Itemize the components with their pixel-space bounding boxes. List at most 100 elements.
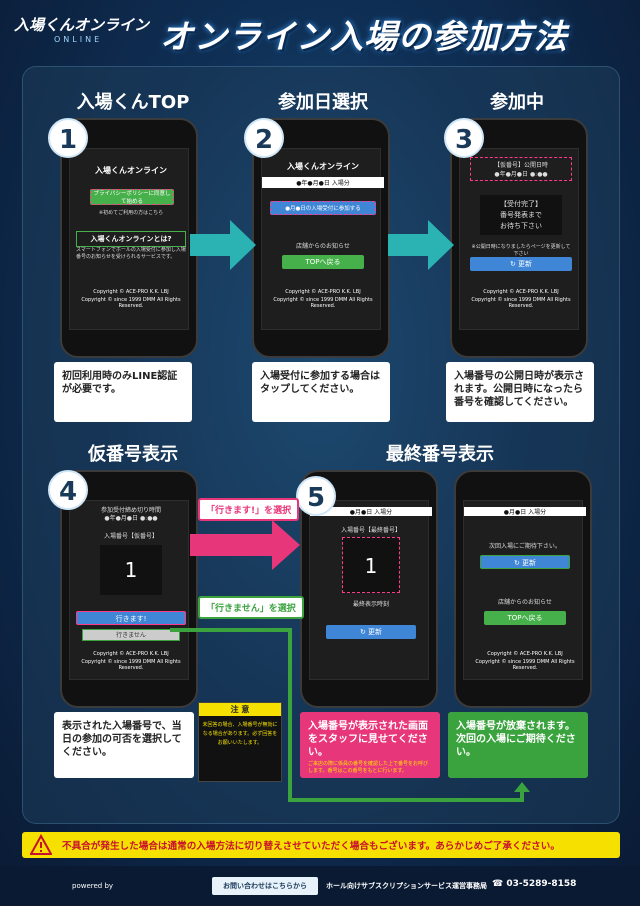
publish-time-head: 【仮番号】公開日時 ●年●月●日 ●:●● [470, 157, 572, 181]
step-2-desc: 入場受付に参加する場合はタップしてください。 [252, 362, 390, 422]
refresh-label: 更新 [522, 559, 537, 567]
refresh-button[interactable]: ↻ 更新 [326, 625, 416, 639]
final-time-label: 最終表示時刻 [352, 601, 389, 608]
arrow-right-icon [190, 520, 300, 570]
phone-screen: ●月●日 入場分 次回入場にご期待下さい。 ↻ 更新 店舗からのお知らせ TOP… [463, 500, 586, 680]
nogo-button[interactable]: 行きません [82, 629, 180, 641]
copyright: Copyright © ACE-PRO K.K. LBJ [93, 651, 169, 657]
publish-time-value: ●年●月●日 ●:●● [494, 171, 548, 178]
final-show-desc: 入場番号が表示された画面をスタッフに見せてください。 ご来店の際に係員の番号を確… [300, 712, 440, 778]
copyright: Copyright © ACE-PRO K.K. LBJ [285, 289, 361, 295]
step-1-title: 入場くんTOP [76, 92, 190, 113]
nogo-path-arrow [170, 628, 530, 802]
final-number: 1 [342, 537, 400, 593]
phone-step-3: 【仮番号】公開日時 ●年●月●日 ●:●● 【受付完了】 番号発表まで お待ち下… [450, 118, 588, 358]
final-number-label: 入場番号【最終番号】 [340, 527, 401, 534]
nogo-label: 「行きません」を選択 [198, 596, 304, 619]
about-title: 入場くんオンラインとは? [76, 231, 186, 247]
go-button[interactable]: 行きます! [76, 611, 186, 625]
step-number-3: 3 [444, 118, 484, 158]
page-title: オンライン入場の参加方法 [160, 17, 568, 56]
phone-screen: 【仮番号】公開日時 ●年●月●日 ●:●● 【受付完了】 番号発表まで お待ち下… [459, 148, 579, 330]
top-button[interactable]: TOPへ戻る [282, 255, 364, 269]
refresh-label: 更新 [518, 260, 533, 268]
refresh-button[interactable]: ↻ 更新 [480, 555, 570, 569]
store-notice: 店舗からのお知らせ [498, 599, 552, 606]
phone-step-5: ●月●日 入場分 入場番号【最終番号】 1 最終表示時刻 ↻ 更新 [300, 470, 438, 708]
final-nogo-desc: 入場番号が放棄されます。次回の入場にご期待ください。 [448, 712, 588, 778]
entry-number: 1 [100, 545, 162, 595]
phone-step-1: 入場くんオンライン プライバシーポリシーに同意して始める ※初めてご利用の方はこ… [60, 118, 198, 358]
step-4-title: 仮番号表示 [88, 444, 178, 465]
go-label: 「行きます!」を選択 [198, 498, 300, 521]
footer: powered by お問い合わせはこちらから ホール向けサブスクリプションサー… [0, 866, 640, 906]
refresh-button[interactable]: ↻ 更新 [470, 257, 572, 271]
status-text: 番号発表まで [500, 211, 542, 219]
notice-bar: 不具合が発生した場合は通常の入場方法に切り替えさせていただく場合もございます。あ… [22, 832, 620, 858]
refresh-label: 更新 [368, 628, 383, 636]
logo: 入場くんオンライン ONLINE [14, 14, 154, 50]
date-label: ●月●日 入場分 [310, 507, 432, 516]
step-2-title: 参加日選択 [278, 92, 368, 113]
refresh-icon: ↻ [513, 559, 523, 567]
deadline-label: 参加受付締め切り時間 [100, 507, 161, 514]
phone-number-value: 03-5289-8158 [506, 879, 577, 889]
phone-icon: ☎ [492, 879, 507, 889]
date-label: ●年●月●日 入場分 [262, 177, 384, 188]
top-button[interactable]: TOPへ戻る [484, 611, 566, 625]
line-auth-button[interactable]: プライバシーポリシーに同意して始める [90, 189, 174, 205]
step-3-title: 参加中 [490, 92, 544, 113]
step-number-1: 1 [48, 118, 88, 158]
final-show-small: ご来店の際に係員の番号を確認した上で番号をお呼びします。番号はこの番号をもとに行… [308, 761, 429, 774]
phone-step-2: 入場くんオンライン ●年●月●日 入場分 ●月●日の入場受付に参加する 店舗から… [252, 118, 390, 358]
department-name: ホール向けサブスクリプションサービス運営事務局 [326, 882, 487, 890]
publish-time-label: 【仮番号】公開日時 [493, 162, 548, 169]
logo-main: 入場くんオンライン [14, 16, 150, 34]
step-number-4: 4 [48, 470, 88, 510]
copyright: Copyright © ACE-PRO K.K. LBJ [93, 289, 169, 295]
status-text-2: お待ち下さい [500, 222, 542, 230]
refresh-icon: ↻ [509, 260, 519, 268]
final-show-text: 入場番号が表示された画面をスタッフに見せてください。 [308, 721, 428, 758]
date-label: ●月●日 入場分 [464, 507, 586, 516]
join-button[interactable]: ●月●日の入場受付に参加する [270, 201, 376, 215]
copyright: Copyright © ACE-PRO K.K. LBJ [483, 289, 559, 295]
caution-body: 未回答の場合、入場番号が無効になる場合があります。必ず回答をお願いいたします。 [202, 722, 278, 746]
about-body: スマートフォンでホールの入場受付に参加し入場番号のお知らせを受けられるサービスで… [76, 247, 186, 260]
contact-button[interactable]: お問い合わせはこちらから [212, 877, 318, 895]
phone-screen: 入場くんオンライン ●年●月●日 入場分 ●月●日の入場受付に参加する 店舗から… [261, 148, 384, 330]
copyright-2: Copyright © since 1999 DMM All Rights Re… [475, 659, 575, 671]
phone-number: ☎ 03-5289-8158 [492, 879, 576, 889]
status-box: 【受付完了】 番号発表まで お待ち下さい [480, 195, 562, 235]
step-1-desc: 初回利用時のみLINE認証が必要です。 [54, 362, 192, 422]
app-logo: 入場くんオンライン [287, 162, 359, 171]
copyright-2: Copyright © since 1999 DMM All Rights Re… [273, 297, 373, 309]
refresh-icon: ↻ [359, 628, 369, 636]
refresh-note: ※公開日時になりましたらページを更新して下さい [471, 244, 571, 257]
step-number-2: 2 [244, 118, 284, 158]
copyright-2: Copyright © since 1999 DMM All Rights Re… [81, 297, 181, 309]
phone-screen: 参加受付締め切り時間 ●年●月●日 ●:●● 入場番号【仮番号】 1 行きます!… [69, 500, 189, 680]
copyright-2: Copyright © since 1999 DMM All Rights Re… [471, 297, 571, 309]
first-time-note: ※初めてご利用の方はこちら [98, 210, 164, 216]
store-notice: 店舗からのお知らせ [296, 243, 350, 250]
step-3-desc: 入場番号の公開日時が表示されます。公開日時になったら番号を確認してください。 [446, 362, 594, 422]
powered-by: powered by [72, 882, 114, 890]
header: 入場くんオンライン ONLINE オンライン入場の参加方法 [0, 0, 640, 62]
step-5-title: 最終番号表示 [386, 444, 494, 465]
deadline-value: ●年●月●日 ●:●● [104, 515, 158, 522]
caution-title: 注 意 [199, 703, 281, 716]
copyright-2: Copyright © since 1999 DMM All Rights Re… [81, 659, 181, 671]
step-4-desc: 表示された入場番号で、当日の参加の可否を選択してください。 [54, 712, 194, 778]
next-time-text: 次回入場にご期待下さい。 [489, 543, 561, 550]
arrow-right-icon [190, 220, 256, 270]
copyright: Copyright © ACE-PRO K.K. LBJ [487, 651, 563, 657]
number-label: 入場番号【仮番号】 [103, 533, 158, 540]
phone-step-5b: ●月●日 入場分 次回入場にご期待下さい。 ↻ 更新 店舗からのお知らせ TOP… [454, 470, 592, 708]
step-number-5: 5 [296, 476, 336, 516]
app-logo: 入場くんオンライン [95, 166, 167, 175]
warning-icon [30, 834, 52, 855]
phone-screen: ●月●日 入場分 入場番号【最終番号】 1 最終表示時刻 ↻ 更新 [309, 500, 432, 680]
arrow-right-icon [388, 220, 454, 270]
status-title: 【受付完了】 [500, 200, 542, 208]
